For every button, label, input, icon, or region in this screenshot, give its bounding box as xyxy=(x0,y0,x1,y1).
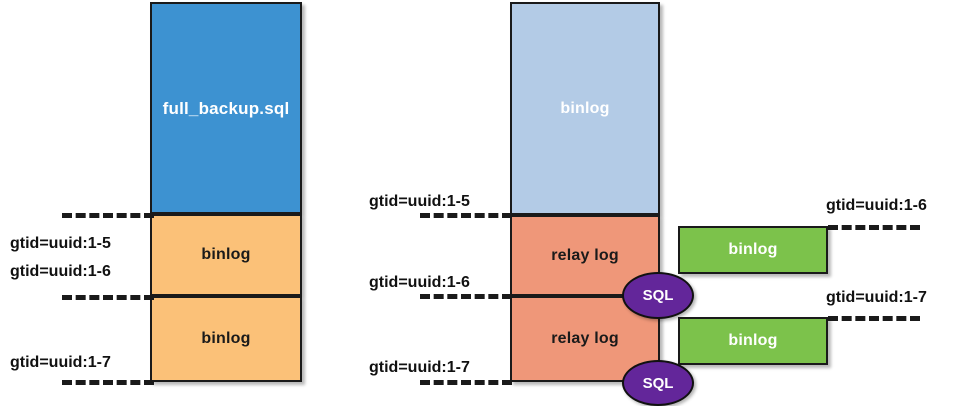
source-block-binlog-1-label: binlog xyxy=(201,246,251,263)
source-gtid-label-1: gtid=uuid:1-5 xyxy=(10,235,111,252)
source-marker-line-1 xyxy=(62,213,154,218)
source-gtid-label-2: gtid=uuid:1-6 xyxy=(10,263,111,280)
replica-block-relay-log-1[interactable]: relay log xyxy=(510,215,660,296)
output-marker-line-2 xyxy=(828,316,920,321)
source-block-binlog-2[interactable]: binlog xyxy=(150,296,302,382)
output-block-binlog-1[interactable]: binlog xyxy=(678,226,828,274)
replica-marker-line-3 xyxy=(420,380,512,385)
replica-marker-line-1 xyxy=(420,213,512,218)
replica-marker-line-2 xyxy=(420,294,512,299)
output-gtid-label-2: gtid=uuid:1-7 xyxy=(826,289,927,306)
sql-thread-oval-2[interactable]: SQL xyxy=(622,360,694,406)
replica-block-relay-log-2-label: relay log xyxy=(551,330,619,347)
output-block-binlog-1-label: binlog xyxy=(728,241,778,258)
output-block-binlog-2[interactable]: binlog xyxy=(678,317,828,365)
replica-block-binlog[interactable]: binlog xyxy=(510,2,660,215)
output-marker-line-1 xyxy=(828,225,920,230)
replica-gtid-label-1: gtid=uuid:1-5 xyxy=(369,193,470,210)
source-marker-line-2 xyxy=(62,295,154,300)
source-block-full-backup[interactable]: full_backup.sql xyxy=(150,2,302,214)
source-marker-line-3 xyxy=(62,380,154,385)
replica-block-binlog-label: binlog xyxy=(560,99,610,117)
sql-thread-oval-1[interactable]: SQL xyxy=(622,272,694,319)
sql-thread-oval-1-label: SQL xyxy=(642,287,674,304)
source-block-full-backup-label: full_backup.sql xyxy=(162,98,290,118)
source-gtid-label-3: gtid=uuid:1-7 xyxy=(10,354,111,371)
output-gtid-label-1: gtid=uuid:1-6 xyxy=(826,197,927,214)
source-block-binlog-2-label: binlog xyxy=(201,330,251,347)
output-block-binlog-2-label: binlog xyxy=(728,332,778,349)
replica-gtid-label-3: gtid=uuid:1-7 xyxy=(369,359,470,376)
replica-gtid-label-2: gtid=uuid:1-6 xyxy=(369,274,470,291)
source-block-binlog-1[interactable]: binlog xyxy=(150,214,302,296)
replica-block-relay-log-1-label: relay log xyxy=(551,246,619,264)
sql-thread-oval-2-label: SQL xyxy=(642,374,674,392)
